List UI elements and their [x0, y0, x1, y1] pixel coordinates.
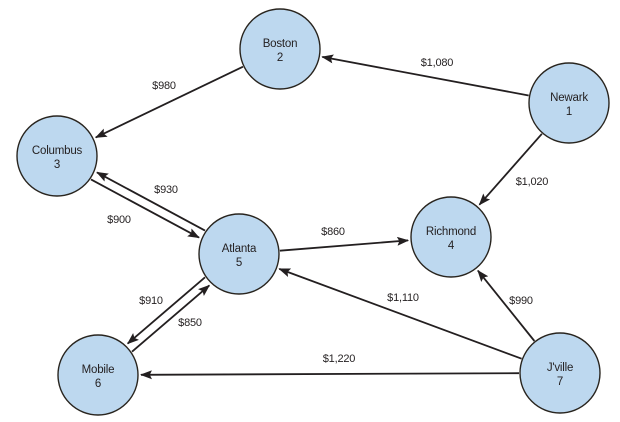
edge-cost-label-newark-richmond: $1,020 — [516, 176, 549, 188]
node-number-label: 5 — [236, 257, 242, 269]
node-circle-newark — [528, 62, 610, 144]
node-number-label: 6 — [95, 378, 101, 390]
edge-mobile-atlanta — [131, 284, 211, 353]
node-number-label: 2 — [277, 52, 283, 64]
edge-atlanta-mobile — [126, 276, 206, 345]
edge-cost-label-columbus-atlanta: $900 — [107, 214, 131, 226]
node-number-label: 7 — [557, 376, 563, 388]
edge-cost-label-jville-mobile: $1,220 — [323, 353, 356, 365]
edges-layer — [90, 54, 543, 380]
edge-cost-label-boston-columbus: $980 — [152, 80, 176, 92]
edge-cost-label-newark-boston: $1,080 — [421, 57, 454, 69]
edge-cost-label-mobile-atlanta: $850 — [178, 317, 202, 329]
node-circle-atlanta — [198, 213, 280, 295]
edge-cost-label-jville-richmond: $990 — [509, 295, 533, 307]
node-number-label: 1 — [566, 106, 572, 118]
node-name-label: Boston — [263, 38, 298, 50]
node-newark: Newark 1 — [528, 62, 610, 144]
node-circle-mobile — [57, 334, 139, 416]
node-richmond: Richmond 4 — [410, 196, 492, 278]
edge-jville-mobile — [140, 370, 520, 380]
edge-columbus-atlanta — [90, 178, 200, 239]
node-circle-jville — [519, 332, 601, 414]
edge-boston-columbus — [94, 65, 244, 139]
node-circle-columbus — [16, 115, 98, 197]
edge-jville-atlanta — [278, 268, 522, 360]
node-columbus: Columbus 3 — [16, 115, 98, 197]
edge-cost-label-atlanta-richmond: $860 — [321, 226, 345, 238]
node-name-label: Atlanta — [222, 243, 257, 255]
node-jville: J'ville 7 — [519, 332, 601, 414]
node-boston: Boston 2 — [239, 8, 321, 90]
edge-atlanta-richmond — [279, 236, 410, 252]
edge-cost-label-atlanta-mobile: $910 — [139, 295, 163, 307]
node-atlanta: Atlanta 5 — [198, 213, 280, 295]
edge-cost-label-atlanta-columbus: $930 — [154, 184, 178, 196]
node-mobile: Mobile 6 — [57, 334, 139, 416]
edge-labels-layer: $1,080 $980 $1,020 $930 $900 $860 $910 $850 $1,1… — [107, 57, 548, 365]
node-name-label: Richmond — [426, 226, 476, 238]
node-name-label: J'ville — [547, 362, 573, 374]
node-number-label: 4 — [448, 240, 455, 252]
edge-cost-label-jville-atlanta: $1,110 — [387, 292, 419, 304]
node-number-label: 3 — [54, 159, 60, 171]
node-name-label: Columbus — [32, 145, 83, 157]
edge-atlanta-columbus — [96, 171, 206, 232]
node-circle-richmond — [410, 196, 492, 278]
node-circle-boston — [239, 8, 321, 90]
node-name-label: Mobile — [82, 364, 115, 376]
edge-jville-richmond — [477, 269, 536, 342]
node-name-label: Newark — [550, 92, 588, 104]
edge-newark-richmond — [478, 133, 543, 206]
edge-newark-boston — [321, 54, 529, 97]
